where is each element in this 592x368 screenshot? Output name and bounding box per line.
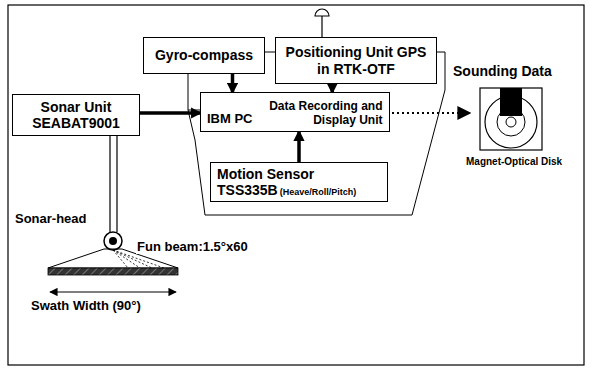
dimension-label: Swath Width (90°) xyxy=(30,299,142,313)
outer-frame xyxy=(8,5,584,365)
sensor-box: Motion SensorTSS335B(Heave/Roll/Pitch) xyxy=(210,162,388,202)
sensor-axes: (Heave/Roll/Pitch) xyxy=(280,187,357,197)
swath-arrow xyxy=(50,291,176,292)
unit-name: Data Recording and Display Unit xyxy=(259,100,383,128)
node-text: Positioning Unit GPS in RTK-OTF xyxy=(282,44,430,76)
sonar-pole xyxy=(116,136,117,232)
sonar-head xyxy=(109,237,117,245)
sensor-model: TSS335B xyxy=(217,182,278,198)
gps-antenna xyxy=(315,9,329,16)
signal-arrow xyxy=(331,84,335,92)
sonar-unit-box: Sonar Unit SEABAT9001 xyxy=(12,94,140,136)
antenna-mast xyxy=(321,16,322,38)
signal-arrow xyxy=(231,74,235,92)
beam-label: Fun beam:1.5°x60 xyxy=(136,240,249,254)
sensor-box: Gyro-compass xyxy=(143,37,265,74)
signal-arrow xyxy=(140,111,200,115)
disk-label: Magnet-Optical Disk xyxy=(465,156,563,167)
sonar-pole xyxy=(109,136,110,232)
node-text: Gyro-compass xyxy=(155,47,253,63)
optical-disk xyxy=(480,88,542,150)
device-name: IBM PC xyxy=(207,112,253,128)
sensor-model-row: TSS335B(Heave/Roll/Pitch) xyxy=(217,182,356,198)
output-label: Sounding Data xyxy=(452,64,553,79)
data-flow-arrow xyxy=(392,112,470,114)
recorder-box: IBM PC Data Recording and Display Unit xyxy=(200,92,390,132)
part-label: Sonar-head xyxy=(14,212,88,226)
node-text: Sonar Unit SEABAT9001 xyxy=(19,99,133,131)
sonar-head xyxy=(104,232,122,250)
sensor-name: Motion Sensor xyxy=(217,166,314,182)
sensor-box: Positioning Unit GPS in RTK-OTF xyxy=(275,37,437,84)
signal-arrow xyxy=(297,132,301,162)
seabed xyxy=(48,268,178,275)
